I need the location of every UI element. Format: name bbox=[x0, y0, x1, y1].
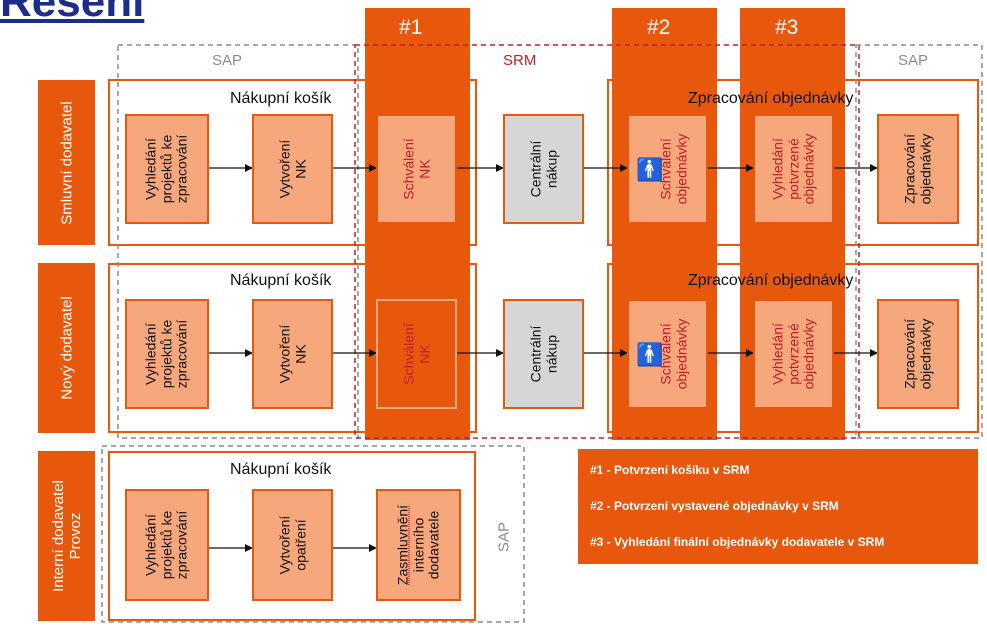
sap-label-bottom: SAP bbox=[495, 521, 513, 553]
legend-item-1: #1 - Potvrzení košíku v SRM bbox=[590, 463, 750, 477]
row-label-box-2: Nový dodavatel bbox=[38, 263, 95, 433]
cart-frame-row2 bbox=[108, 263, 477, 433]
order-title-row2: Zpracování objednávky bbox=[688, 272, 854, 289]
page-title: Řešení bbox=[0, 0, 145, 26]
row-label-2: Nový dodavatel bbox=[57, 296, 75, 400]
person-icon: 🚹 bbox=[636, 343, 664, 368]
row-label-box-1: Smluvní dodavatel bbox=[38, 80, 95, 245]
legend: #1 - Potvrzení košíku v SRM #2 - Potvrze… bbox=[578, 449, 978, 564]
column-label-3: #3 bbox=[775, 16, 799, 39]
sap-frame-right bbox=[855, 44, 983, 439]
srm-frame bbox=[354, 44, 860, 439]
row-label-box-3: Interní dodavatel Provoz bbox=[38, 451, 95, 621]
srm-label: SRM bbox=[503, 52, 537, 69]
order-frame-row2 bbox=[607, 263, 979, 433]
column-label-2: #2 bbox=[647, 16, 671, 39]
sap-frame-bottom bbox=[101, 445, 525, 623]
row-label-3: Interní dodavatel Provoz bbox=[49, 480, 84, 592]
sap-label-right: SAP bbox=[898, 52, 929, 69]
sap-frame-left bbox=[117, 44, 359, 439]
cart-title-row2: Nákupní košík bbox=[230, 272, 332, 289]
order-frame-row1 bbox=[607, 79, 979, 246]
cart-title-row1: Nákupní košík bbox=[230, 90, 332, 107]
legend-item-2: #2 - Potvrzení vystavené objednávky v SR… bbox=[590, 499, 839, 513]
order-title-row1: Zpracování objednávky bbox=[688, 90, 854, 107]
row-label-1: Smluvní dodavatel bbox=[57, 100, 75, 225]
legend-item-3: #3 - Vyhledání finální objednávky dodava… bbox=[590, 535, 885, 549]
cart-frame-row3 bbox=[108, 451, 476, 621]
sap-label-left: SAP bbox=[212, 52, 243, 69]
column-label-1: #1 bbox=[399, 16, 423, 39]
cart-title-row3: Nákupní košík bbox=[230, 461, 332, 478]
person-icon: 🚹 bbox=[636, 158, 664, 183]
cart-frame-row1 bbox=[108, 79, 477, 246]
